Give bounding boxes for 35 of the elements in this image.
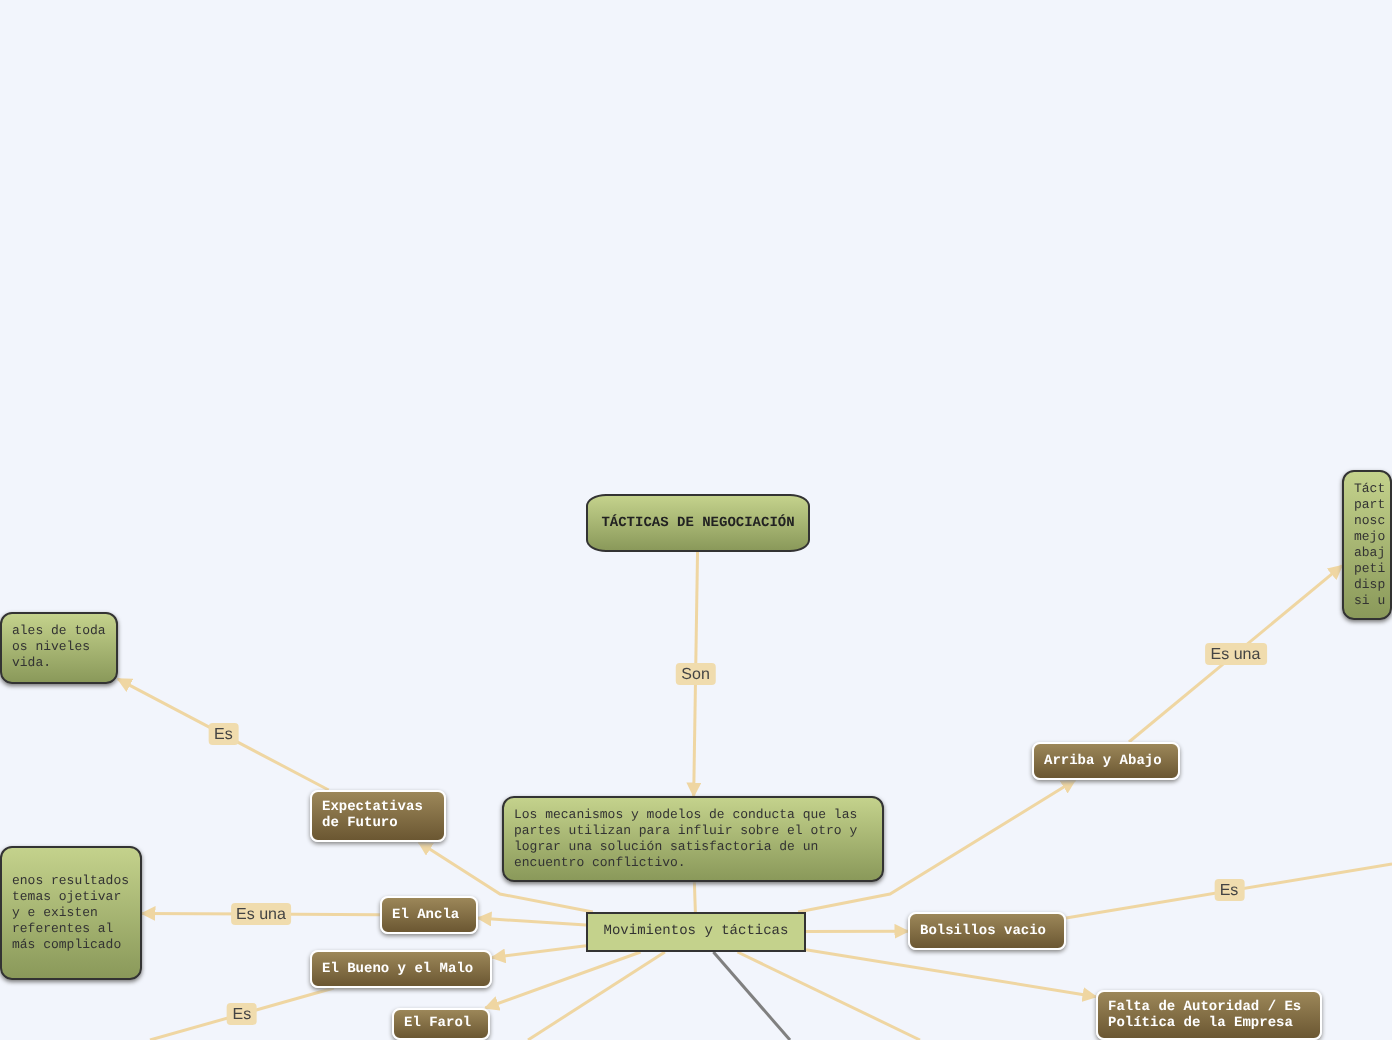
- topic-box: [310, 790, 446, 842]
- connector-line: [712, 951, 792, 1040]
- arrow: [797, 778, 1077, 914]
- arrow: [476, 911, 587, 927]
- connector-line: [692, 881, 697, 913]
- edge-label: Es: [226, 1003, 258, 1025]
- topic-box: [908, 912, 1066, 950]
- connector-line: [1065, 862, 1392, 920]
- description-box: [0, 612, 118, 684]
- topic-box: [1096, 990, 1322, 1040]
- arrow: [483, 950, 642, 1011]
- topic-box: [310, 950, 492, 988]
- arrow: [417, 840, 594, 914]
- arrow: [686, 551, 702, 798]
- central-topic-box: [586, 912, 806, 952]
- title-box: [586, 494, 810, 552]
- description-box: [1342, 470, 1392, 620]
- topic-box: [380, 896, 478, 934]
- connector-line: [736, 950, 921, 1040]
- description-box: [502, 796, 884, 882]
- connector-line: [149, 986, 335, 1040]
- topic-box: [392, 1008, 490, 1040]
- arrow: [805, 948, 1098, 1002]
- edge-label: Es una: [1204, 642, 1267, 665]
- arrow: [806, 923, 910, 939]
- edge-label: Es: [207, 723, 239, 746]
- edge-label: Es una: [230, 903, 292, 926]
- connector-line: [527, 950, 666, 1040]
- edge-label: Es: [1213, 879, 1245, 902]
- arrow: [116, 677, 330, 792]
- arrow: [490, 944, 587, 964]
- description-box: [0, 846, 142, 980]
- arrow: [1128, 564, 1344, 744]
- topic-box: [1032, 742, 1180, 780]
- edge-label: Son: [675, 663, 716, 685]
